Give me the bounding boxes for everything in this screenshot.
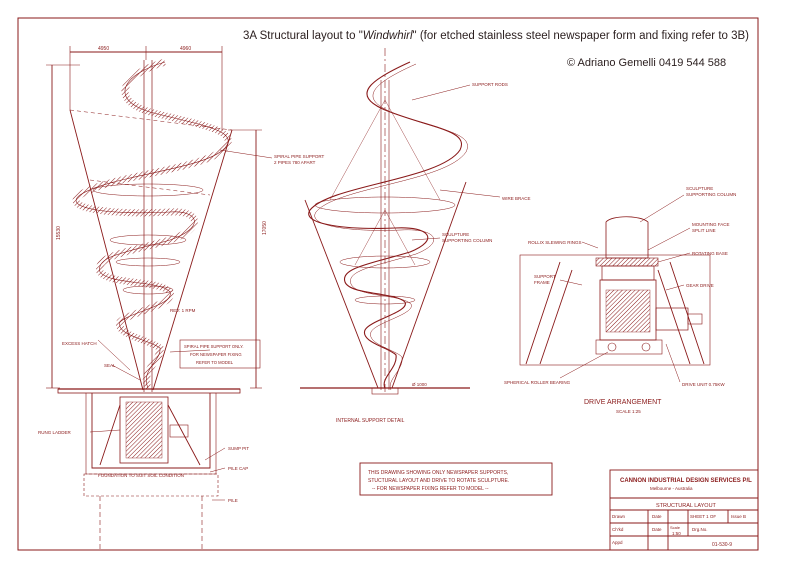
label-rung-ladder: RUNG LADDER [38,430,72,435]
rev-label: REV: 1 RPM [170,308,196,313]
drg-number: 01-530-9 [712,542,732,548]
dim-height-right: 17050 [262,221,268,235]
drive-title: DRIVE ARRANGEMENT [584,399,662,406]
label-spiral-pipe-1: SPIRAL PIPE SUPPORT [274,154,325,159]
title-block [609,469,759,551]
label-mounting-2: SPLIT LINE [692,228,716,233]
company-location: Melbourne - Australia [650,486,693,491]
sheet-number: SHEET 1 OF [690,514,716,519]
label-pile: PILE [228,498,238,503]
company-name: CANNON INDUSTRIAL DESIGN SERVICES P/L [620,478,752,484]
scale-value: 1:50 [672,531,681,536]
label-support-frame-2: FRAME [534,280,550,285]
label-base-dim: Ø 1000 [412,382,427,387]
drive-scale: SCALE 1:25 [616,409,641,414]
label-support-rods: SUPPORT RODS [472,82,508,87]
label-foundation: FOUNDATION TO SUIT SOIL CONDITION [98,473,184,478]
label-drive-unit: DRIVE UNIT 0.75KW [682,382,725,387]
label-spiral-only-3: REFER TO MODEL [196,360,234,365]
copyright-notice: © Adriano Gemelli 0419 544 588 [567,57,727,69]
label-spiral-only-1: SPIRAL PIPE SUPPORT ONLY. [184,344,244,349]
label-excess-hatch: EXCESS HATCH [62,341,97,346]
drg-label: Drg.No. [692,527,708,532]
artwork-name: Windwhirl [362,30,413,42]
label-drive-column-2: SUPPORTING COLUMN [686,192,736,197]
appd-label: Appd [612,540,623,545]
note-line-2: STUCTURAL LAYOUT AND DRIVE TO ROTATE SCU… [368,478,509,484]
date-label-2: Date [652,527,662,532]
page-title: 3A Structural layout to "Windwhirl" (for… [243,30,749,42]
elevation-view [46,46,273,550]
label-mounting-1: MOUNTING FACE [692,222,730,227]
label-support-frame-1: SUPPORT [534,274,556,279]
label-pile-cap: PILE CAP [228,466,248,471]
date-label-1: Date [652,514,662,519]
sheet-title: STRUCTURAL LAYOUT [656,503,717,509]
label-seal: SEAL [104,363,116,368]
note-box [359,462,553,496]
label-drive-column-1: SCULPTURE [686,186,713,191]
label-rotating: ROTATING BASE [692,251,728,256]
title-suffix: " (for etched stainless steel newspaper … [412,30,750,42]
dim-left: 4950 [98,46,109,52]
note-line-1: THIS DRAWING SHOWING ONLY NEWSPAPER SUPP… [368,470,508,476]
chkd-label: Ch'kd [612,527,624,532]
label-sump-pit: SUMP PIT [228,446,249,451]
label-internal-column-2: SUPPORTING COLUMN [442,238,492,243]
dim-right: 4960 [180,46,191,52]
label-wire-brace: WIRE BRACE [502,196,531,201]
label-internal-column-1: SCULPTURE [442,232,469,237]
internal-support-view [300,48,501,395]
issue-label: Issue B [731,514,746,519]
scale-label: Scale [670,525,681,530]
label-slewing: ROLLIX SLEWING RINGS [528,240,582,245]
label-spiral-pipe-2: 2 PIPES 780 APART [274,160,316,165]
label-roller: SPHERICAL ROLLER BEARING [504,380,571,385]
label-gear: GEAR DRIVE [686,283,714,288]
label-spiral-only-2: FOR NEWSPAPER FIXING [190,352,242,357]
drive-arrangement-view [519,194,711,383]
sheet-border [17,17,759,551]
drawn-label: Drawn [612,514,626,519]
title-prefix: 3A Structural layout to " [243,30,363,42]
note-line-3: -- FOR NEWSPAPER FIXING REFER TO MODEL -… [372,486,489,492]
dim-height-left: 15530 [56,226,62,240]
internal-caption: INTERNAL SUPPORT DETAIL [336,418,405,424]
